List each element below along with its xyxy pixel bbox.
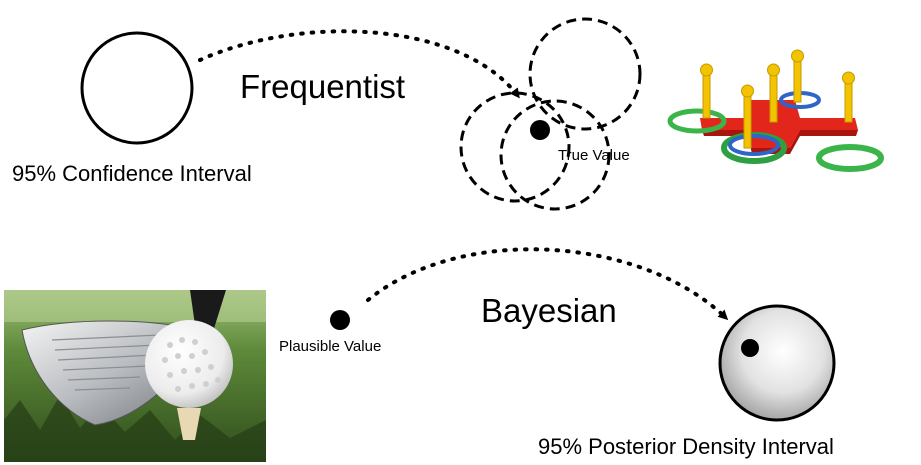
true-value-dot [530, 120, 550, 140]
repeated-intervals [459, 17, 642, 211]
plausible-value-label: Plausible Value [279, 338, 382, 355]
ring-toss-toy-icon [661, 36, 891, 226]
frequentist-arrow [198, 29, 520, 99]
posterior-density-circle [718, 304, 836, 422]
golf-club-ball-icon [4, 290, 266, 462]
interval-circle-right [499, 99, 611, 211]
bayesian-heading: Bayesian [481, 292, 617, 329]
interval-circle-left [459, 91, 571, 203]
true-value-label: True Value [558, 147, 630, 164]
posterior-density-label: 95% Posterior Density Interval [538, 434, 834, 459]
frequentist-heading: Frequentist [240, 68, 406, 105]
posterior-point-dot [741, 339, 759, 357]
confidence-interval-circle [80, 31, 194, 145]
plausible-value-dot [330, 310, 350, 330]
confidence-interval-label: 95% Confidence Interval [12, 161, 252, 186]
interval-circle-top [528, 17, 642, 131]
bayesian-arrow [366, 247, 729, 321]
